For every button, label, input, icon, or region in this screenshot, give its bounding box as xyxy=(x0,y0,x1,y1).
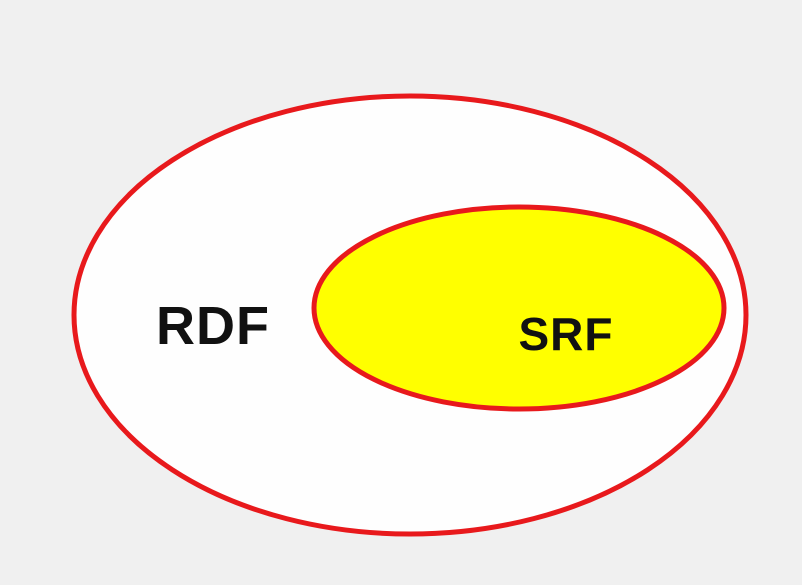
inner-set-ellipse xyxy=(311,204,727,412)
inner-set-label: SRF xyxy=(519,308,614,360)
outer-set-label: RDF xyxy=(156,296,270,356)
